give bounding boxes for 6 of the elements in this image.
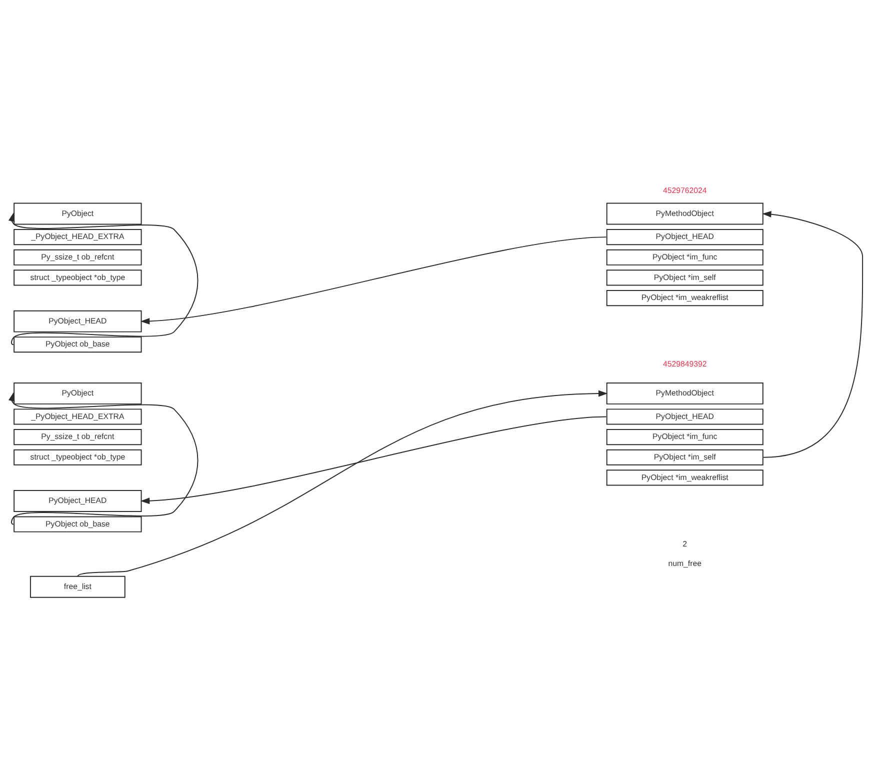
arrow bbox=[762, 211, 864, 458]
arrow bbox=[140, 236, 607, 324]
arrow bbox=[8, 392, 198, 525]
arrow bbox=[77, 390, 608, 577]
arrow bbox=[8, 212, 198, 346]
arrow bbox=[140, 416, 607, 504]
